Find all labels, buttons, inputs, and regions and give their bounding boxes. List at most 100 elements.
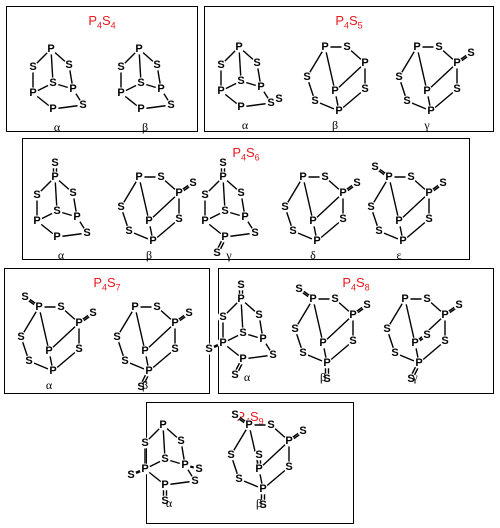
atom-background xyxy=(341,41,353,53)
sulfur-atom: S xyxy=(295,283,302,295)
phosphorus-atom: P xyxy=(157,83,164,95)
sulfur-atom: S xyxy=(213,247,220,259)
bond xyxy=(54,176,58,212)
atom-background xyxy=(333,105,345,117)
atom-background xyxy=(393,215,405,227)
bond xyxy=(162,424,166,460)
atom-background xyxy=(135,103,147,115)
sulfur-atom: S xyxy=(231,369,238,381)
sulfur-atom: S xyxy=(117,201,124,213)
atom-background xyxy=(253,449,265,461)
phosphorus-atom: P xyxy=(259,483,266,495)
atom-background xyxy=(125,469,137,481)
atom-background xyxy=(283,461,295,473)
phosphorus-atom: P xyxy=(323,357,330,369)
bond xyxy=(404,298,416,344)
atom-background xyxy=(423,213,435,225)
phosphorus-atom: P xyxy=(171,317,178,329)
atom-background xyxy=(283,435,295,447)
atom-background xyxy=(19,291,31,303)
bond xyxy=(148,348,176,372)
phosphorus-atom: P xyxy=(385,171,392,183)
phosphorus-atom: P xyxy=(313,235,320,247)
atom-background xyxy=(81,227,93,239)
sulfur-atom: S xyxy=(371,161,378,173)
atom-background xyxy=(421,293,433,305)
phosphorus-atom: P xyxy=(255,463,262,475)
atom-background xyxy=(451,57,463,69)
phosphorus-atom: P xyxy=(221,231,228,243)
phosphorus-atom: P xyxy=(331,85,338,97)
bond xyxy=(222,176,226,212)
atom-background xyxy=(253,463,265,475)
atom-background xyxy=(51,205,63,217)
atom-background xyxy=(31,215,43,227)
atom-background xyxy=(289,323,301,335)
atom-background xyxy=(77,99,89,111)
atom-background xyxy=(347,335,359,347)
sulfur-atom: S xyxy=(161,453,168,465)
atom-background xyxy=(297,347,309,359)
atom-background xyxy=(337,213,349,225)
atom-background xyxy=(55,301,67,313)
phosphorus-atom: P xyxy=(427,105,434,117)
atom-background xyxy=(273,93,285,105)
atom-background xyxy=(347,309,359,321)
bond xyxy=(262,466,290,490)
sulfur-atom: S xyxy=(467,47,474,59)
atom-background xyxy=(307,215,319,227)
sulfur-atom: S xyxy=(349,335,356,347)
atom-background xyxy=(219,205,231,217)
sulfur-atom: S xyxy=(239,327,246,339)
atom-background xyxy=(411,41,423,53)
atom-background xyxy=(423,187,435,199)
bond xyxy=(240,298,244,334)
sulfur-atom: S xyxy=(323,373,330,385)
sulfur-atom: S xyxy=(125,225,132,237)
atom-background xyxy=(287,225,299,237)
atom-background xyxy=(257,499,269,511)
sulfur-atom: S xyxy=(255,449,262,461)
atom-background xyxy=(373,225,385,237)
phosphorus-atom: P xyxy=(135,43,142,55)
sulfur-atom: S xyxy=(127,469,134,481)
atom-background xyxy=(293,283,305,295)
bond xyxy=(426,62,458,92)
phosphorus-atom: P xyxy=(339,187,346,199)
atom-background xyxy=(189,475,201,487)
isomer-label: β xyxy=(332,118,338,132)
bond xyxy=(258,440,290,470)
phosphorus-atom: P xyxy=(219,171,226,183)
phosphorus-atom: P xyxy=(309,215,316,227)
atom-background xyxy=(199,215,211,227)
sulfur-atom: S xyxy=(441,335,448,347)
title-p4s5: P4S5 xyxy=(335,13,363,31)
phosphorus-atom: P xyxy=(49,103,56,115)
bond xyxy=(322,314,354,344)
atom-background xyxy=(465,47,477,59)
bond xyxy=(134,306,146,352)
atom-background xyxy=(337,187,349,199)
sulfur-atom: S xyxy=(217,59,224,71)
sulfur-atom: S xyxy=(235,473,242,485)
bond xyxy=(418,340,446,364)
sulfur-atom: S xyxy=(321,171,328,183)
sulfur-atom: S xyxy=(157,171,164,183)
atom-background xyxy=(143,215,155,227)
sulfur-atom: S xyxy=(21,291,28,303)
sulfur-atom: S xyxy=(221,205,228,217)
phosphorus-atom: P xyxy=(349,309,356,321)
atom-background xyxy=(73,317,85,329)
atom-background xyxy=(27,61,39,73)
sulfur-atom: S xyxy=(455,299,462,311)
phosphorus-atom: P xyxy=(141,463,148,475)
atom-background xyxy=(115,61,127,73)
sulfur-atom: S xyxy=(407,373,414,385)
sulfur-atom: S xyxy=(75,343,82,355)
